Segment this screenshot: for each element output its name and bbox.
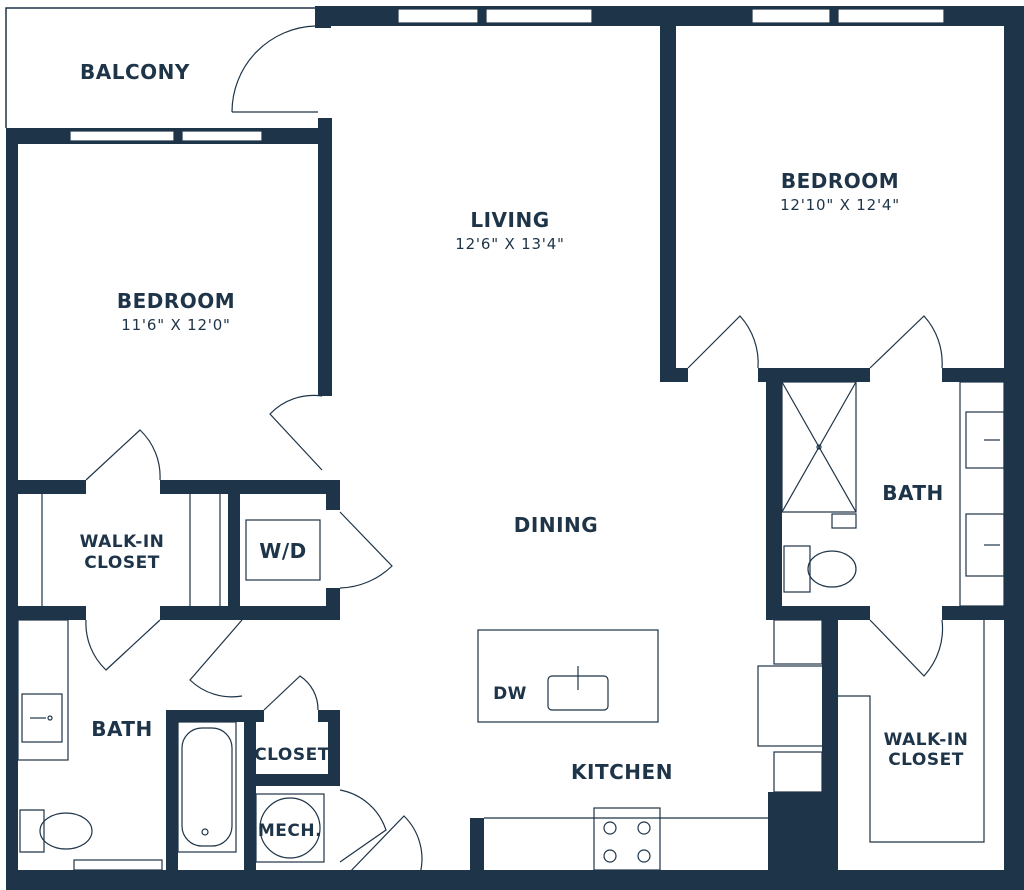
balcony-label: BALCONY: [80, 60, 190, 84]
walkin-closet-left-label-line1: WALK-IN: [80, 532, 165, 552]
fixtures: [17, 381, 1005, 871]
bath-left-label: BATH: [91, 717, 153, 741]
mech-label: MECH.: [258, 821, 322, 841]
walkin-closet-left-label-line2: CLOSET: [84, 553, 160, 573]
bath-right-label: BATH: [882, 481, 944, 505]
bedroom-left-dimensions: 11'6" X 12'0": [121, 316, 231, 334]
dining-label: DINING: [514, 513, 598, 537]
walkin-closet-right-label-line1: WALK-IN: [884, 730, 969, 750]
walkin-closet-right-label-line2: CLOSET: [888, 750, 964, 770]
bedroom-left-label: BEDROOM: [117, 289, 235, 313]
windows: [69, 8, 945, 142]
washer-dryer-label: W/D: [259, 539, 306, 563]
closet-label: CLOSET: [254, 745, 330, 765]
living-label: LIVING: [470, 208, 549, 232]
balcony-railing: [5, 7, 315, 128]
doors: [85, 25, 944, 877]
dishwasher-label: DW: [493, 684, 527, 704]
bedroom-right-label: BEDROOM: [781, 169, 899, 193]
living-dimensions: 12'6" X 13'4": [455, 235, 565, 253]
kitchen-label: KITCHEN: [571, 760, 673, 784]
walls: [6, 6, 1024, 890]
bedroom-right-dimensions: 12'10" X 12'4": [780, 196, 900, 214]
